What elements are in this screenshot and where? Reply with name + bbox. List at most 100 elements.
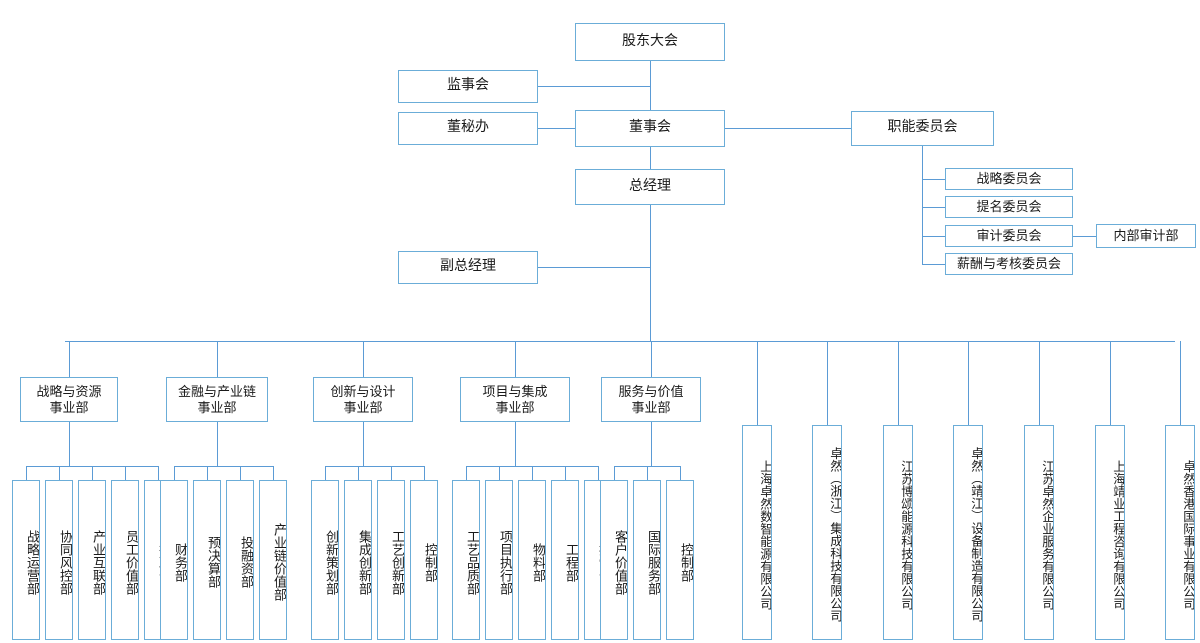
box-department[interactable]: 投融资部 [226, 480, 254, 640]
box-department[interactable]: 员工价值部 [111, 480, 139, 640]
division-name-line2: 事业部 [197, 399, 237, 415]
line-bus-to-subsidiary-6 [1110, 341, 1111, 425]
line-bus-to-subsidiary-3 [898, 341, 899, 425]
box-department[interactable]: 项目执行部 [485, 480, 513, 640]
line-rail-to-department [647, 466, 648, 480]
box-supervisory-board[interactable]: 监事会 [398, 70, 538, 103]
line-rail-to-department [325, 466, 326, 480]
line-rail-to-department [499, 466, 500, 480]
line-rail-to-department [358, 466, 359, 480]
line-rail-to-department [174, 466, 175, 480]
line-general-manager-trunk [650, 205, 651, 341]
division-name-line1: 战略与资源 [36, 383, 102, 399]
box-board-of-directors[interactable]: 董事会 [575, 110, 725, 147]
line-bus-to-subsidiary-7 [1180, 341, 1181, 425]
box-subsidiary[interactable]: 卓然（浙江）集成科技有限公司 [812, 425, 842, 640]
line-rail-to-department [207, 466, 208, 480]
main-bus-line [65, 341, 1175, 342]
box-department[interactable]: 工程部 [551, 480, 579, 640]
line-rail-to-department [680, 466, 681, 480]
line-division-3-to-rail [363, 422, 364, 466]
box-department[interactable]: 财务部 [160, 480, 188, 640]
line-rail-to-department [92, 466, 93, 480]
division-name-line2: 事业部 [49, 399, 89, 415]
line-supervisory-to-trunk [538, 86, 650, 87]
line-rail-to-department [125, 466, 126, 480]
box-committee-audit[interactable]: 审计委员会 [945, 225, 1073, 247]
division-name-line1: 服务与价值 [618, 383, 684, 399]
box-department[interactable]: 预决算部 [193, 480, 221, 640]
box-subsidiary[interactable]: 上海卓然数智能源有限公司 [742, 425, 772, 640]
line-rail-to-committee-compensation [922, 264, 945, 265]
box-department[interactable]: 工艺创新部 [377, 480, 405, 640]
box-department[interactable]: 物料部 [518, 480, 546, 640]
division-name-line1: 金融与产业链 [177, 383, 256, 399]
line-bus-to-division-5 [651, 341, 652, 377]
box-department[interactable]: 控制部 [410, 480, 438, 640]
box-committee-strategy[interactable]: 战略委员会 [945, 168, 1073, 190]
box-subsidiary[interactable]: 卓然香港国际事业有限公司 [1165, 425, 1195, 640]
box-department[interactable]: 国际服务部 [633, 480, 661, 640]
box-subsidiary[interactable]: 江苏博颂能源科技有限公司 [883, 425, 913, 640]
box-committee-nomination[interactable]: 提名委员会 [945, 196, 1073, 218]
box-subsidiary[interactable]: 卓然（靖江）设备制造有限公司 [953, 425, 983, 640]
line-rail-to-department [158, 466, 159, 480]
line-rail-to-committee-strategy [922, 179, 945, 180]
box-department[interactable]: 产业链价值部 [259, 480, 287, 640]
line-deputy-to-trunk [538, 267, 650, 268]
line-rail-division-2 [174, 466, 273, 467]
line-bus-to-division-2 [217, 341, 218, 377]
line-bus-to-division-1 [69, 341, 70, 377]
box-department[interactable]: 产业互联部 [78, 480, 106, 640]
box-department[interactable]: 集成创新部 [344, 480, 372, 640]
box-department[interactable]: 创新策划部 [311, 480, 339, 640]
line-rail-to-department [598, 466, 599, 480]
box-department[interactable]: 客户价值部 [600, 480, 628, 640]
line-bus-to-division-4 [515, 341, 516, 377]
line-rail-to-department [466, 466, 467, 480]
line-bus-to-subsidiary-5 [1039, 341, 1040, 425]
division-name-line2: 事业部 [495, 399, 535, 415]
box-division-5[interactable]: 服务与价值事业部 [601, 377, 701, 422]
box-functional-committee[interactable]: 职能委员会 [851, 111, 994, 146]
line-division-2-to-rail [217, 422, 218, 466]
line-rail-to-department [391, 466, 392, 480]
line-secretary-to-board [538, 128, 575, 129]
division-name-line1: 项目与集成 [482, 383, 548, 399]
box-division-1[interactable]: 战略与资源事业部 [20, 377, 118, 422]
box-department[interactable]: 工艺品质部 [452, 480, 480, 640]
box-subsidiary[interactable]: 上海靖业工程咨询有限公司 [1095, 425, 1125, 640]
line-rail-to-department [565, 466, 566, 480]
box-internal-audit-department[interactable]: 内部审计部 [1096, 224, 1196, 248]
box-division-2[interactable]: 金融与产业链事业部 [166, 377, 268, 422]
line-rail-division-3 [325, 466, 424, 467]
box-shareholders-meeting[interactable]: 股东大会 [575, 23, 725, 61]
division-name-line2: 事业部 [343, 399, 383, 415]
box-department[interactable]: 战略运营部 [12, 480, 40, 640]
line-rail-to-committee-audit [922, 236, 945, 237]
box-general-manager[interactable]: 总经理 [575, 169, 725, 205]
box-deputy-general-manager[interactable]: 副总经理 [398, 251, 538, 284]
box-department[interactable]: 控制部 [666, 480, 694, 640]
line-audit-to-internal-audit [1073, 236, 1096, 237]
line-bus-to-subsidiary-1 [757, 341, 758, 425]
box-committee-compensation[interactable]: 薪酬与考核委员会 [945, 253, 1073, 275]
line-bus-to-subsidiary-4 [968, 341, 969, 425]
division-name-line2: 事业部 [631, 399, 671, 415]
line-shareholders-to-board [650, 61, 651, 110]
line-bus-to-division-3 [363, 341, 364, 377]
line-bus-to-subsidiary-2 [827, 341, 828, 425]
box-division-3[interactable]: 创新与设计事业部 [313, 377, 413, 422]
line-rail-to-department [240, 466, 241, 480]
line-division-4-to-rail [515, 422, 516, 466]
line-rail-to-department [26, 466, 27, 480]
box-department[interactable]: 协同风控部 [45, 480, 73, 640]
line-rail-to-department [59, 466, 60, 480]
box-division-4[interactable]: 项目与集成事业部 [460, 377, 570, 422]
box-board-secretary-office[interactable]: 董秘办 [398, 112, 538, 145]
line-rail-to-department [273, 466, 274, 480]
division-name-line1: 创新与设计 [330, 383, 396, 399]
line-rail-to-department [424, 466, 425, 480]
box-subsidiary[interactable]: 江苏卓然企业服务有限公司 [1024, 425, 1054, 640]
